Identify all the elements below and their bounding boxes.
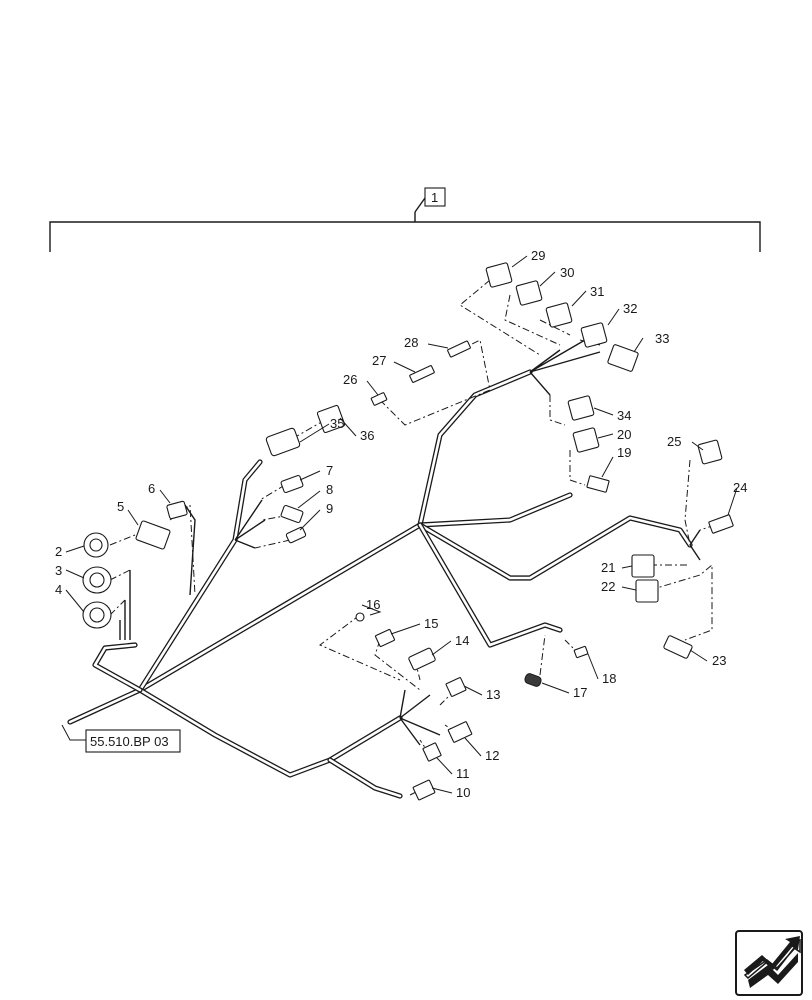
assembly-bracket: 1	[49, 187, 761, 252]
callout-labels: 2 3 4 5 6 7 8 9 10 11 12 13 14 15 16 17 …	[55, 248, 747, 800]
callout-25: 25	[667, 434, 681, 449]
next-page-arrow-icon[interactable]	[735, 930, 803, 996]
callout-10: 10	[456, 785, 470, 800]
callout-2: 2	[55, 544, 62, 559]
callout-19: 19	[617, 445, 631, 460]
callout-3: 3	[55, 563, 62, 578]
callout-22: 22	[601, 579, 615, 594]
callout-leaders	[65, 255, 738, 794]
callout-9: 9	[326, 501, 333, 516]
harness-trunks	[67, 369, 693, 799]
callout-23: 23	[712, 653, 726, 668]
callout-5: 5	[117, 499, 124, 514]
callout-12: 12	[485, 748, 499, 763]
callout-16: 16	[366, 597, 380, 612]
callout-6: 6	[148, 481, 155, 496]
callout-17: 17	[573, 685, 587, 700]
callout-29: 29	[531, 248, 545, 263]
callout-34: 34	[617, 408, 631, 423]
callout-15: 15	[424, 616, 438, 631]
callout-32: 32	[623, 301, 637, 316]
callout-7: 7	[326, 463, 333, 478]
callout-35: 35	[330, 416, 344, 431]
cross-reference[interactable]: 55.510.BP 03	[61, 724, 181, 753]
callout-28: 28	[404, 335, 418, 350]
callout-30: 30	[560, 265, 574, 280]
callout-27: 27	[372, 353, 386, 368]
callout-36: 36	[360, 428, 374, 443]
callout-20: 20	[617, 427, 631, 442]
callout-13: 13	[486, 687, 500, 702]
callout-18: 18	[602, 671, 616, 686]
connectors	[82, 262, 734, 801]
callout-8: 8	[326, 482, 333, 497]
assembly-callout: 1	[431, 190, 438, 205]
callout-31: 31	[590, 284, 604, 299]
callout-24: 24	[733, 480, 747, 495]
callout-26: 26	[343, 372, 357, 387]
callout-33: 33	[655, 331, 669, 346]
callout-21: 21	[601, 560, 615, 575]
callout-14: 14	[455, 633, 469, 648]
harness-breakouts	[119, 339, 701, 746]
callout-4: 4	[55, 582, 62, 597]
callout-11: 11	[456, 766, 470, 781]
reference-label[interactable]: 55.510.BP 03	[90, 734, 169, 749]
